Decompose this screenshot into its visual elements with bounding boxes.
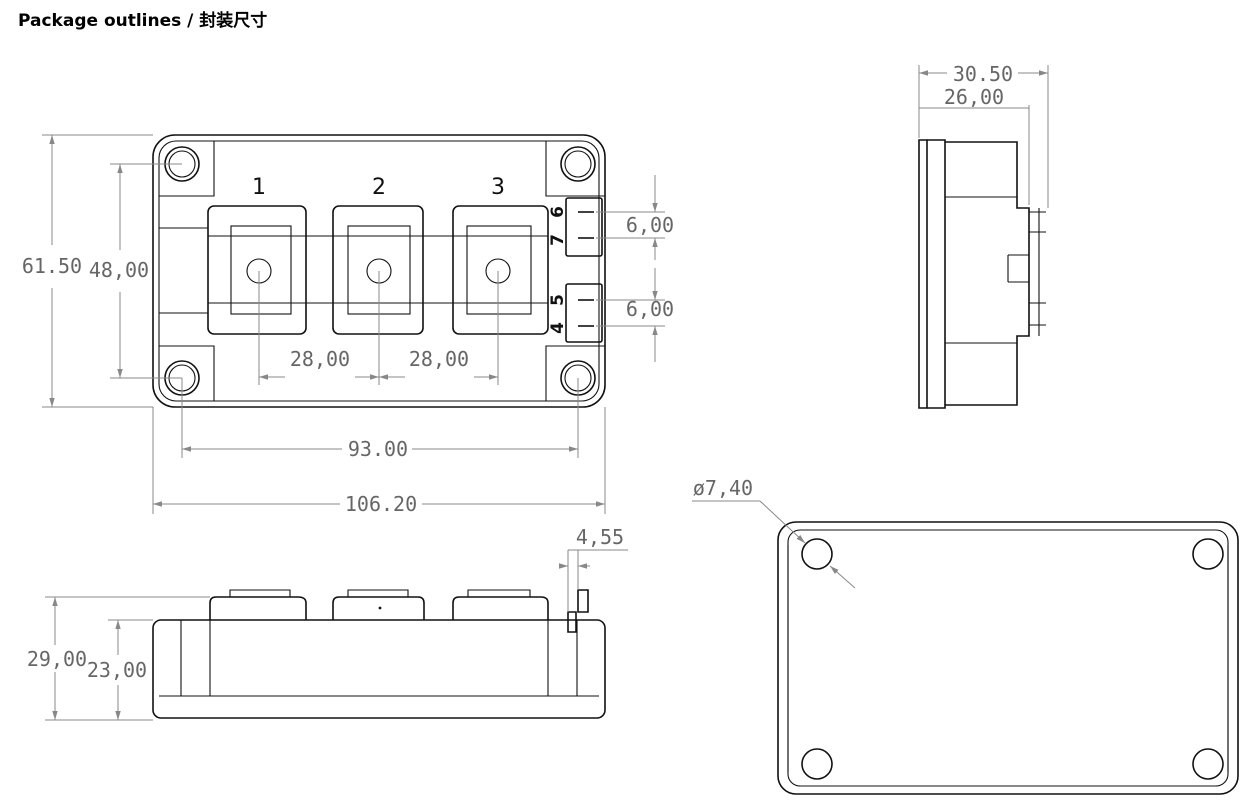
terminal-label-3: 3 (491, 175, 505, 200)
bottom-view (777, 521, 1239, 795)
front-view-body (152, 619, 606, 719)
dim-overall-thickness: 29,00 (27, 647, 87, 671)
mounting-hole-bottom (1192, 748, 1224, 780)
mounting-hole-bottom (1192, 538, 1224, 570)
aux-pin-label-5: 5 (548, 294, 568, 306)
front-view (152, 589, 606, 719)
dim-side-depth-body: 26,00 (944, 85, 1004, 109)
dim-hole-diameter: ø7,40 (693, 476, 753, 500)
dim-hole-pitch-vertical: 48,00 (89, 258, 149, 282)
top-view-inner-outline (158, 140, 600, 402)
power-terminal-1 (207, 205, 307, 335)
dim-overall-height: 61.50 (22, 254, 82, 278)
top-view: 1 2 3 6 7 5 4 (152, 134, 606, 408)
dim-aux-pin-offset: 4,55 (576, 525, 624, 549)
top-view-dimensions: 61.50 48,00 6,00 6,00 28,00 28,00 93 (22, 134, 674, 516)
dim-hole-pitch-horizontal: 93.00 (348, 437, 408, 461)
top-view-outline (152, 134, 606, 408)
page-title: Package outlines / 封装尺寸 (18, 11, 268, 31)
bottom-view-dimensions: ø7,40 (692, 476, 856, 589)
aux-connector-lower (565, 283, 603, 343)
dim-aux-pitch-lower: 6,00 (626, 297, 674, 321)
aux-pin-label-6: 6 (548, 206, 568, 218)
dim-terminal-pitch-2: 28,00 (409, 347, 469, 371)
side-view-dimensions: 30.50 26,00 (918, 62, 1049, 208)
aux-connector-upper (565, 197, 603, 257)
dim-terminal-pitch-1: 28,00 (290, 347, 350, 371)
aux-pin-label-7: 7 (548, 234, 568, 246)
bottom-view-outline (777, 521, 1239, 795)
aux-pin-label-4: 4 (548, 322, 568, 334)
dim-overall-length: 106.20 (345, 492, 417, 516)
power-terminal-2 (332, 205, 424, 335)
terminal-label-1: 1 (252, 175, 266, 200)
terminal-label-2: 2 (372, 175, 386, 200)
front-view-dimensions: 29,00 23,00 4,55 (27, 525, 628, 721)
mounting-hole-bottom (801, 748, 833, 780)
mounting-hole-bottom (801, 538, 833, 570)
dim-body-thickness: 23,00 (87, 658, 147, 682)
side-view (918, 139, 1046, 409)
dim-aux-pitch-upper: 6,00 (626, 213, 674, 237)
dim-side-depth-overall: 30.50 (953, 62, 1013, 86)
power-terminal-3 (452, 205, 549, 335)
